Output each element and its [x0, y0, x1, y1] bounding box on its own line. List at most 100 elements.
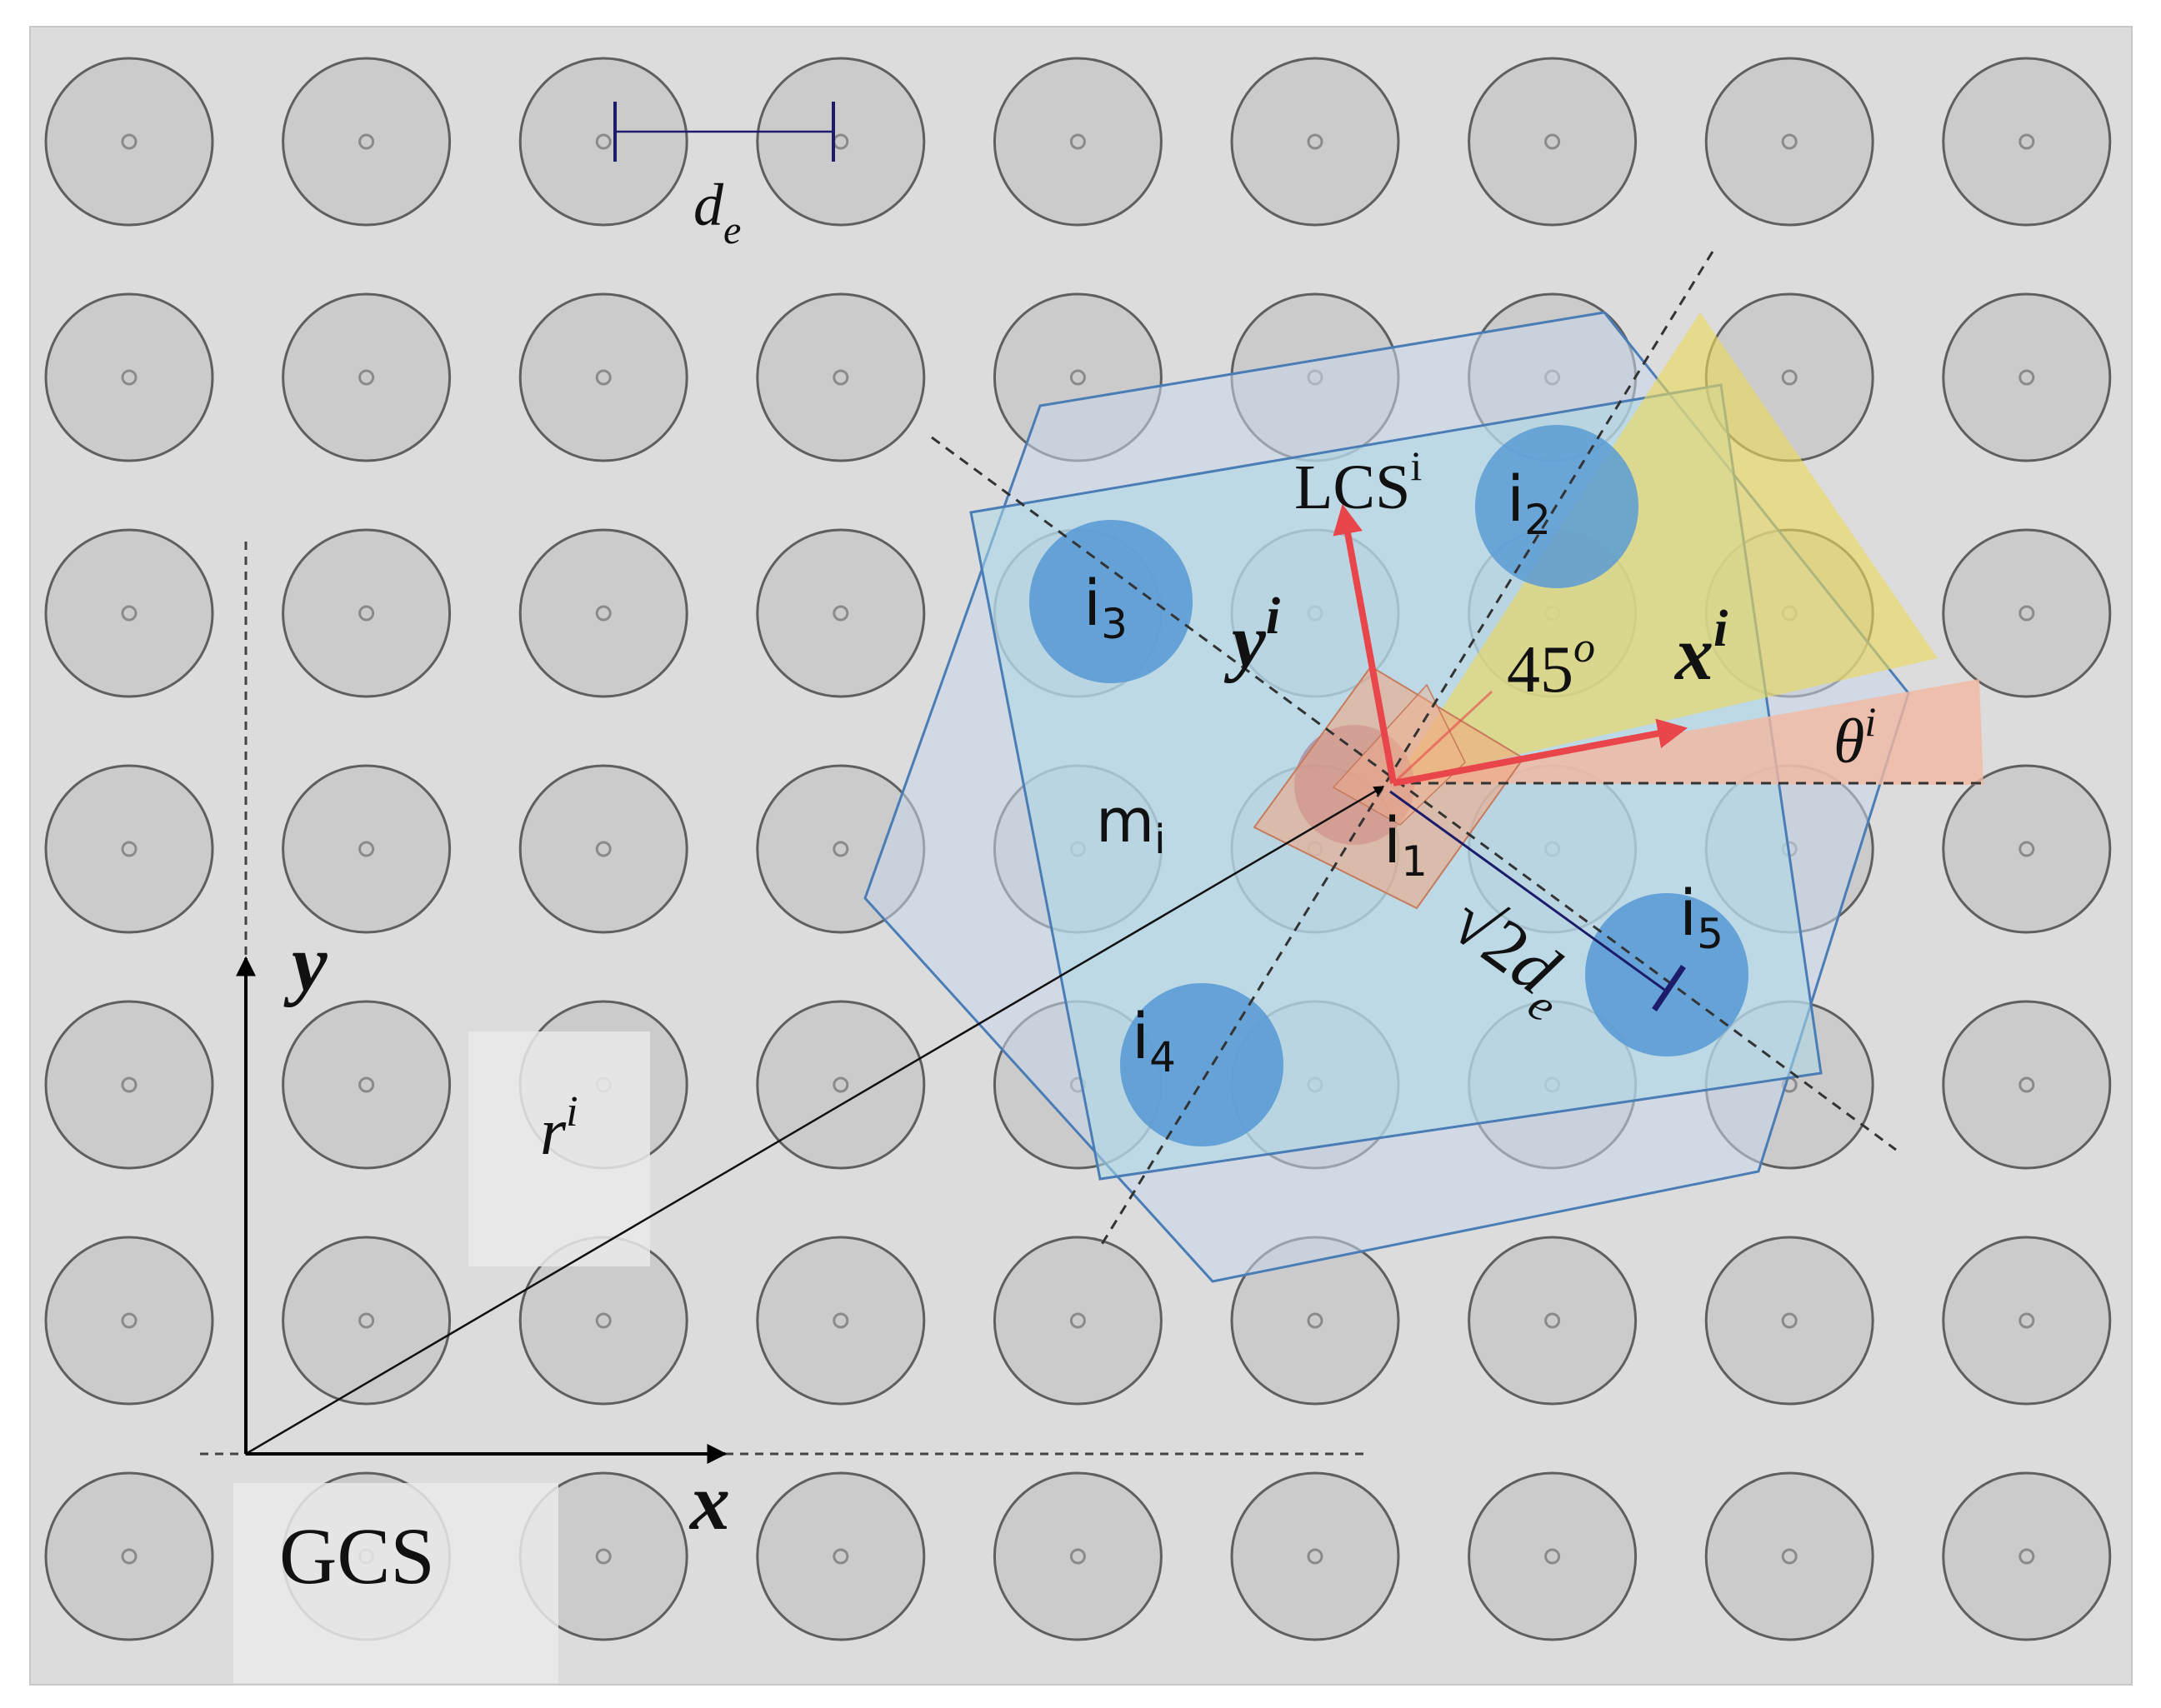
- grid-particle-center: [358, 605, 375, 622]
- label-lcs: LCSi: [1294, 442, 1422, 522]
- grid-particle-center: [2018, 1076, 2035, 1093]
- label-i1: i1: [1383, 803, 1428, 886]
- label-angle-45: 45o: [1507, 624, 1595, 707]
- label-i3: i3: [1083, 566, 1128, 648]
- grid-particle: [44, 292, 214, 462]
- sqrt2de-dimension-line: [1389, 790, 1668, 993]
- label-de: de: [693, 172, 741, 252]
- grid-particle-center: [121, 369, 138, 386]
- grid-particle: [1230, 57, 1400, 227]
- grid-particle: [1942, 1236, 2112, 1406]
- position-vector-ri: [245, 785, 1385, 1456]
- grid-particle-center: [2018, 1548, 2035, 1565]
- grid-particle: [44, 1000, 214, 1170]
- grid-particle: [1942, 57, 2112, 227]
- grid-particle-center: [1544, 133, 1561, 150]
- grid-particle: [1942, 528, 2112, 698]
- grid-particle-center: [358, 1076, 375, 1093]
- grid-particle-center: [2018, 133, 2035, 150]
- grid-particle: [1942, 1471, 2112, 1641]
- grid-particle-center: [595, 605, 612, 622]
- grid-particle: [756, 292, 926, 462]
- grid-particle-center: [595, 369, 612, 386]
- grid-particle: [1942, 1000, 2112, 1170]
- grid-particle: [1230, 1471, 1400, 1641]
- grid-particle-center: [595, 1312, 612, 1329]
- grid-particle: [1704, 1236, 1874, 1406]
- grid-particle: [1704, 1471, 1874, 1641]
- grid-particle: [44, 1471, 214, 1641]
- grid-particle-center: [2018, 369, 2035, 386]
- grid-particle-center: [2018, 1312, 2035, 1329]
- grid-particle: [518, 528, 688, 698]
- grid-particle-center: [121, 605, 138, 622]
- grid-particle-center: [1544, 1312, 1561, 1329]
- grid-particle-center: [1781, 369, 1798, 386]
- grid-particle: [993, 57, 1163, 227]
- grid-particle-center: [358, 1312, 375, 1329]
- grid-particle: [282, 1000, 452, 1170]
- ri-label-background: [468, 1031, 650, 1266]
- lcs-diagonal-1: [931, 436, 1897, 1151]
- grid-particle: [518, 764, 688, 934]
- label-i4: i4: [1132, 999, 1176, 1081]
- grid-particle: [44, 764, 214, 934]
- gcs-label-background: [233, 1483, 558, 1683]
- grid-particle: [993, 1471, 1163, 1641]
- lcs-xi-faint-line: [1392, 690, 1493, 785]
- grid-particle: [1704, 57, 1874, 227]
- grid-particle: [44, 57, 214, 227]
- particle-i4: [1120, 983, 1283, 1146]
- grid-particle: [756, 57, 926, 227]
- particle-i5: [1585, 893, 1748, 1056]
- label-xi: xi: [1673, 601, 1728, 696]
- grid-particle: [756, 528, 926, 698]
- grid-particle: [282, 528, 452, 698]
- grid-particle: [756, 1471, 926, 1641]
- grid-particle-center: [1307, 133, 1323, 150]
- angle-45-sector: [1393, 312, 1938, 783]
- grid-particle-center: [1307, 1312, 1323, 1329]
- grid-particle: [282, 292, 452, 462]
- grid-particle-center: [1781, 133, 1798, 150]
- label-ri: ri: [540, 1088, 578, 1169]
- grid-particle: [1468, 57, 1638, 227]
- grid-particle: [518, 57, 688, 227]
- grid-particle: [1942, 764, 2112, 934]
- grid-particle-center: [1307, 1548, 1323, 1565]
- grid-particle-center: [358, 133, 375, 150]
- label-gcs: GCS: [279, 1511, 435, 1601]
- label-theta-i: θi: [1833, 698, 1876, 777]
- grid-particle-center: [595, 133, 612, 150]
- lcs-yi-arrow: [1333, 503, 1397, 784]
- grid-particle-center: [833, 369, 849, 386]
- grid-particle: [282, 1236, 452, 1406]
- grid-particle-center: [833, 1548, 849, 1565]
- grid-particle-center: [595, 1548, 612, 1565]
- grid-particle-center: [121, 841, 138, 857]
- particle-i3: [1029, 520, 1193, 683]
- grid-particle-center: [833, 1076, 849, 1093]
- grid-particle-center: [121, 1312, 138, 1329]
- grid-particle: [282, 764, 452, 934]
- grid-particle-center: [1069, 1312, 1086, 1329]
- grid-particle-center: [1781, 1312, 1798, 1329]
- grid-particle-center: [121, 133, 138, 150]
- grid-particle: [993, 1236, 1163, 1406]
- label-i2: i2: [1507, 462, 1551, 544]
- grid-particle-center: [121, 1076, 138, 1093]
- grid-particle-center: [1069, 1548, 1086, 1565]
- grid-particle-center: [121, 1548, 138, 1565]
- lcs-xi-arrow: [1393, 718, 1688, 787]
- rotated-square-small: [1332, 683, 1466, 826]
- label-mi: mi: [1096, 786, 1165, 863]
- grid-particle-center: [1781, 1548, 1798, 1565]
- grid-particle-center: [2018, 605, 2035, 622]
- grid-particle: [44, 1236, 214, 1406]
- grid-particle: [756, 1236, 926, 1406]
- grid-particle-center: [1069, 133, 1086, 150]
- grid-particle: [1942, 292, 2112, 462]
- grid-particle-center: [1544, 1548, 1561, 1565]
- de-dimension: [613, 102, 835, 162]
